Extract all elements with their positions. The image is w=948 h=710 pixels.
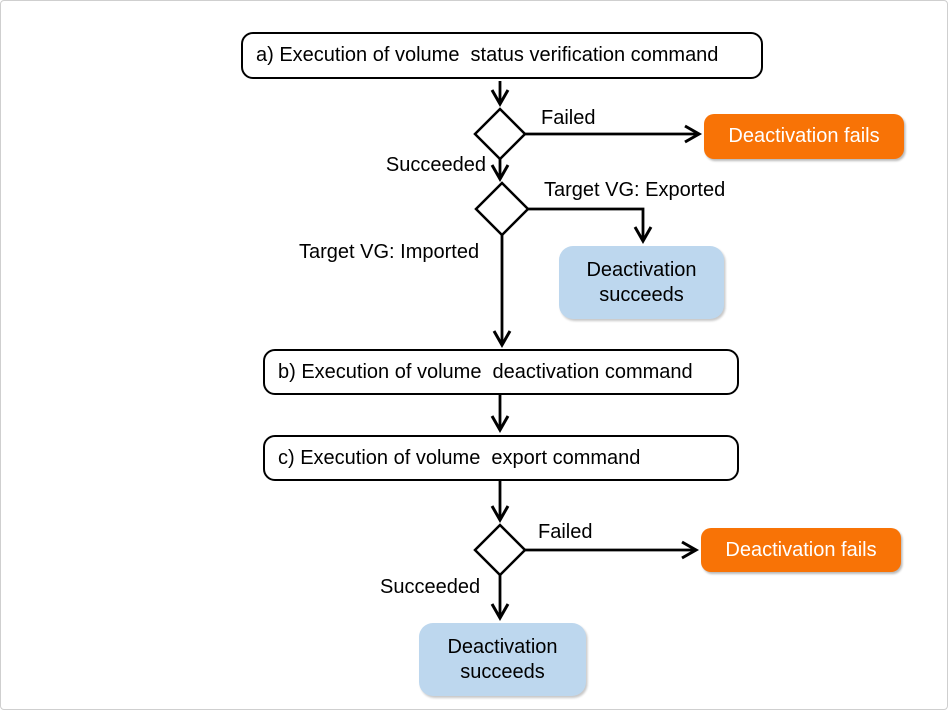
deactivation-succeeds-line1-2: Deactivation	[447, 635, 558, 658]
step-a-label: a) Execution of volume status verificati…	[256, 44, 719, 66]
deactivation-succeeds-line2-2: succeeds	[460, 660, 545, 683]
deactivation-succeeds-line2-1: succeeds	[599, 283, 684, 306]
edge-label-succeeded-2: Succeeded	[380, 576, 481, 598]
deactivation-succeeds-box-2: Deactivation succeeds	[419, 623, 586, 696]
step-a-box: a) Execution of volume status verificati…	[241, 32, 763, 79]
edge-label-target-vg-imported: Target VG: Imported	[299, 241, 480, 263]
step-c-box: c) Execution of volume export command	[263, 435, 739, 481]
step-b-label: b) Execution of volume deactivation comm…	[278, 360, 693, 383]
deactivation-fails-label-1: Deactivation fails	[728, 125, 880, 147]
edge-label-target-vg-exported: Target VG: Exported	[544, 179, 726, 201]
edge-label-failed-1: Failed	[541, 107, 596, 129]
step-b-box: b) Execution of volume deactivation comm…	[263, 349, 739, 395]
decision2-diamond	[474, 181, 530, 237]
decision3-diamond	[473, 523, 527, 577]
arrow-decision2-exported	[528, 207, 653, 245]
decision1-diamond	[473, 107, 527, 161]
edge-label-succeeded-1: Succeeded	[385, 154, 486, 176]
deactivation-fails-label-2: Deactivation fails	[725, 538, 877, 561]
edge-label-failed-2: Failed	[538, 521, 593, 543]
deactivation-fails-box-1: Deactivation fails	[704, 114, 904, 159]
step-c-label: c) Execution of volume export command	[278, 446, 641, 469]
deactivation-fails-box-2: Deactivation fails	[701, 528, 901, 572]
deactivation-succeeds-line1-1: Deactivation	[586, 258, 697, 281]
deactivation-succeeds-box-1: Deactivation succeeds	[559, 246, 724, 319]
